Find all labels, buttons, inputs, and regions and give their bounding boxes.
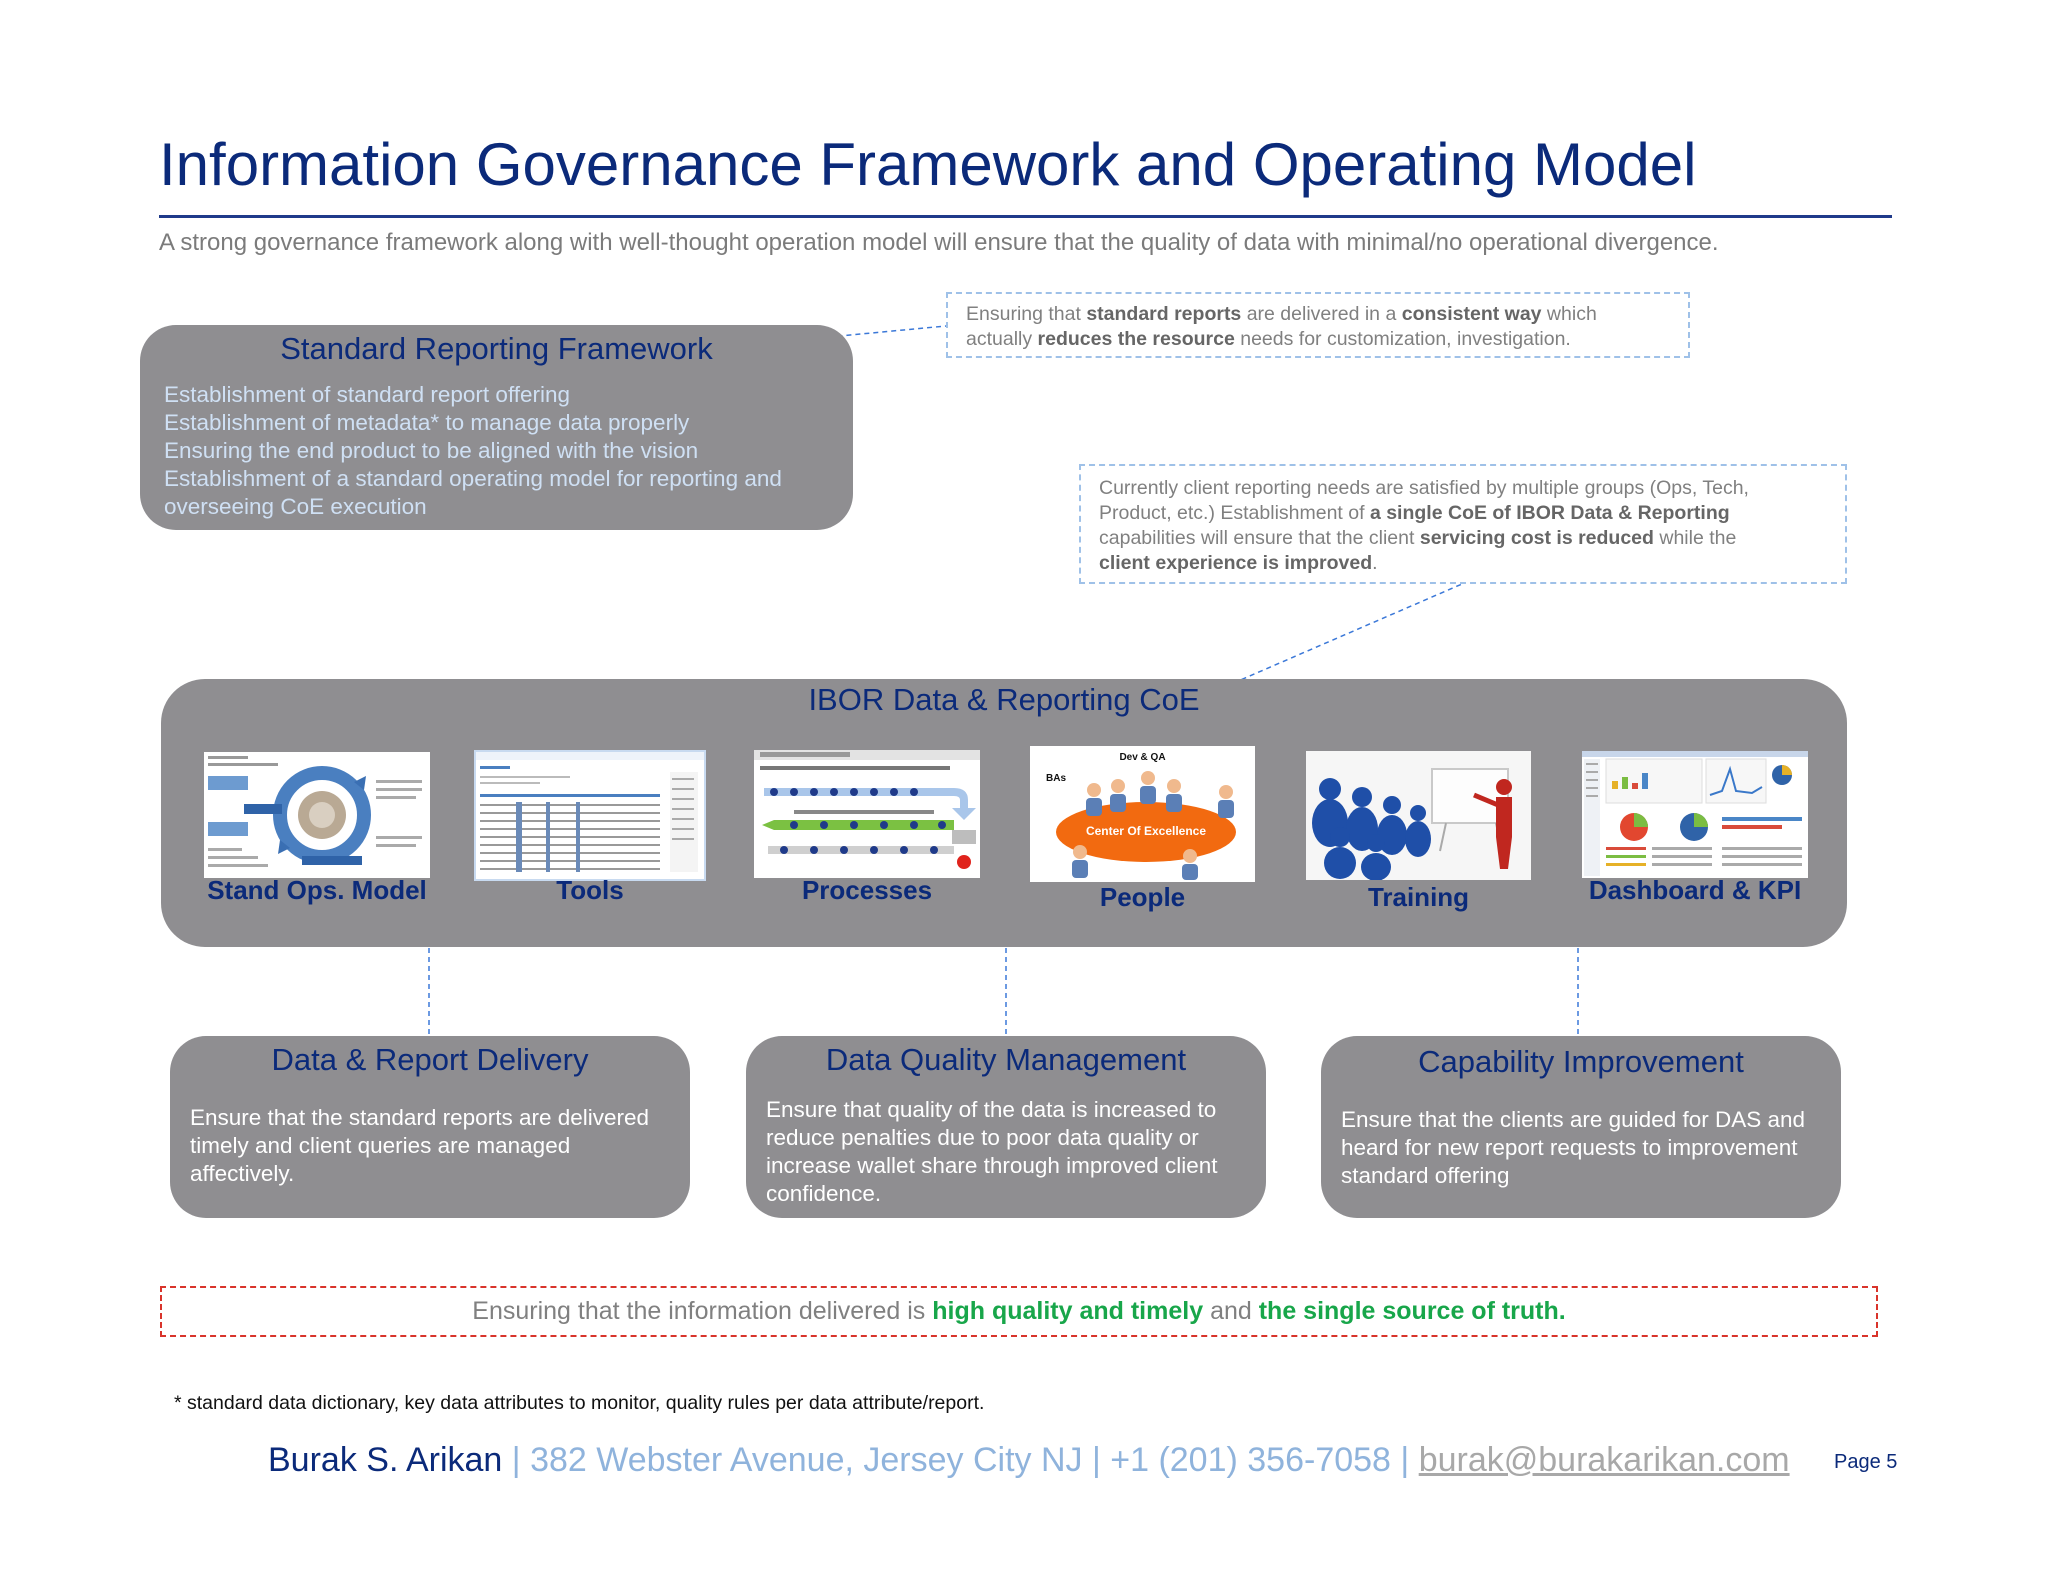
tile-label-dashboard-kpi: Dashboard & KPI	[1561, 875, 1829, 906]
tools-thumbnail	[474, 750, 706, 881]
tile-label-processes: Processes	[754, 875, 980, 906]
people-top-label: Dev & QA	[1030, 752, 1255, 763]
email-link[interactable]: burak@burakarikan.com	[1419, 1441, 1790, 1479]
list-item: Establishment of metadata* to manage dat…	[164, 409, 844, 437]
footnote: * standard data dictionary, key data att…	[174, 1392, 984, 1415]
ibor-coe-title: IBOR Data & Reporting CoE	[161, 682, 1847, 718]
data-quality-management-title: Data Quality Management	[746, 1042, 1266, 1078]
data-quality-management-text: Ensure that quality of the data is incre…	[766, 1096, 1246, 1208]
dashboard-thumbnail	[1582, 751, 1808, 878]
standard-reports-note: Ensuring that standard reports are deliv…	[946, 292, 1690, 358]
capability-improvement-text: Ensure that the clients are guided for D…	[1341, 1106, 1821, 1190]
people-center-label: Center Of Excellence	[1056, 824, 1236, 838]
list-item: Ensuring the end product to be aligned w…	[164, 437, 844, 465]
single-source-of-truth-banner: Ensuring that the information delivered …	[160, 1286, 1878, 1337]
list-item: overseeing CoE execution	[164, 493, 844, 521]
ops-model-thumbnail	[204, 752, 430, 878]
tile-label-tools: Tools	[474, 875, 706, 906]
author-address: | 382 Webster Avenue, Jersey City NJ | +…	[502, 1441, 1418, 1479]
data-report-delivery-title: Data & Report Delivery	[170, 1042, 690, 1078]
capability-improvement-box: Capability Improvement Ensure that the c…	[1321, 1036, 1841, 1218]
data-report-delivery-box: Data & Report Delivery Ensure that the s…	[170, 1036, 690, 1218]
standard-reporting-framework-title: Standard Reporting Framework	[140, 331, 853, 367]
standard-reporting-framework-box: Standard Reporting Framework Establishme…	[140, 325, 853, 530]
tile-label-people: People	[1030, 882, 1255, 913]
list-item: Establishment of standard report offerin…	[164, 381, 844, 409]
training-thumbnail	[1306, 751, 1531, 880]
coe-note: Currently client reporting needs are sat…	[1079, 464, 1847, 584]
tile-label-training: Training	[1306, 882, 1531, 913]
list-item: Establishment of a standard operating mo…	[164, 465, 844, 493]
footer-contact: Burak S. Arikan | 382 Webster Avenue, Je…	[268, 1441, 1790, 1480]
tile-label-ops-model: Stand Ops. Model	[191, 875, 443, 906]
data-report-delivery-text: Ensure that the standard reports are del…	[190, 1104, 670, 1188]
standard-reporting-framework-list: Establishment of standard report offerin…	[164, 381, 844, 521]
capability-improvement-title: Capability Improvement	[1321, 1044, 1841, 1080]
people-thumbnail: Dev & QA BAs Center Of Excellence	[1030, 746, 1255, 882]
people-left-label: BAs	[1046, 773, 1066, 784]
ibor-coe-box: IBOR Data & Reporting CoE Stand Ops. Mod…	[161, 679, 1847, 947]
page-number: Page 5	[1834, 1451, 1897, 1474]
data-quality-management-box: Data Quality Management Ensure that qual…	[746, 1036, 1266, 1218]
author-name: Burak S. Arikan	[268, 1441, 502, 1479]
processes-thumbnail	[754, 750, 980, 878]
